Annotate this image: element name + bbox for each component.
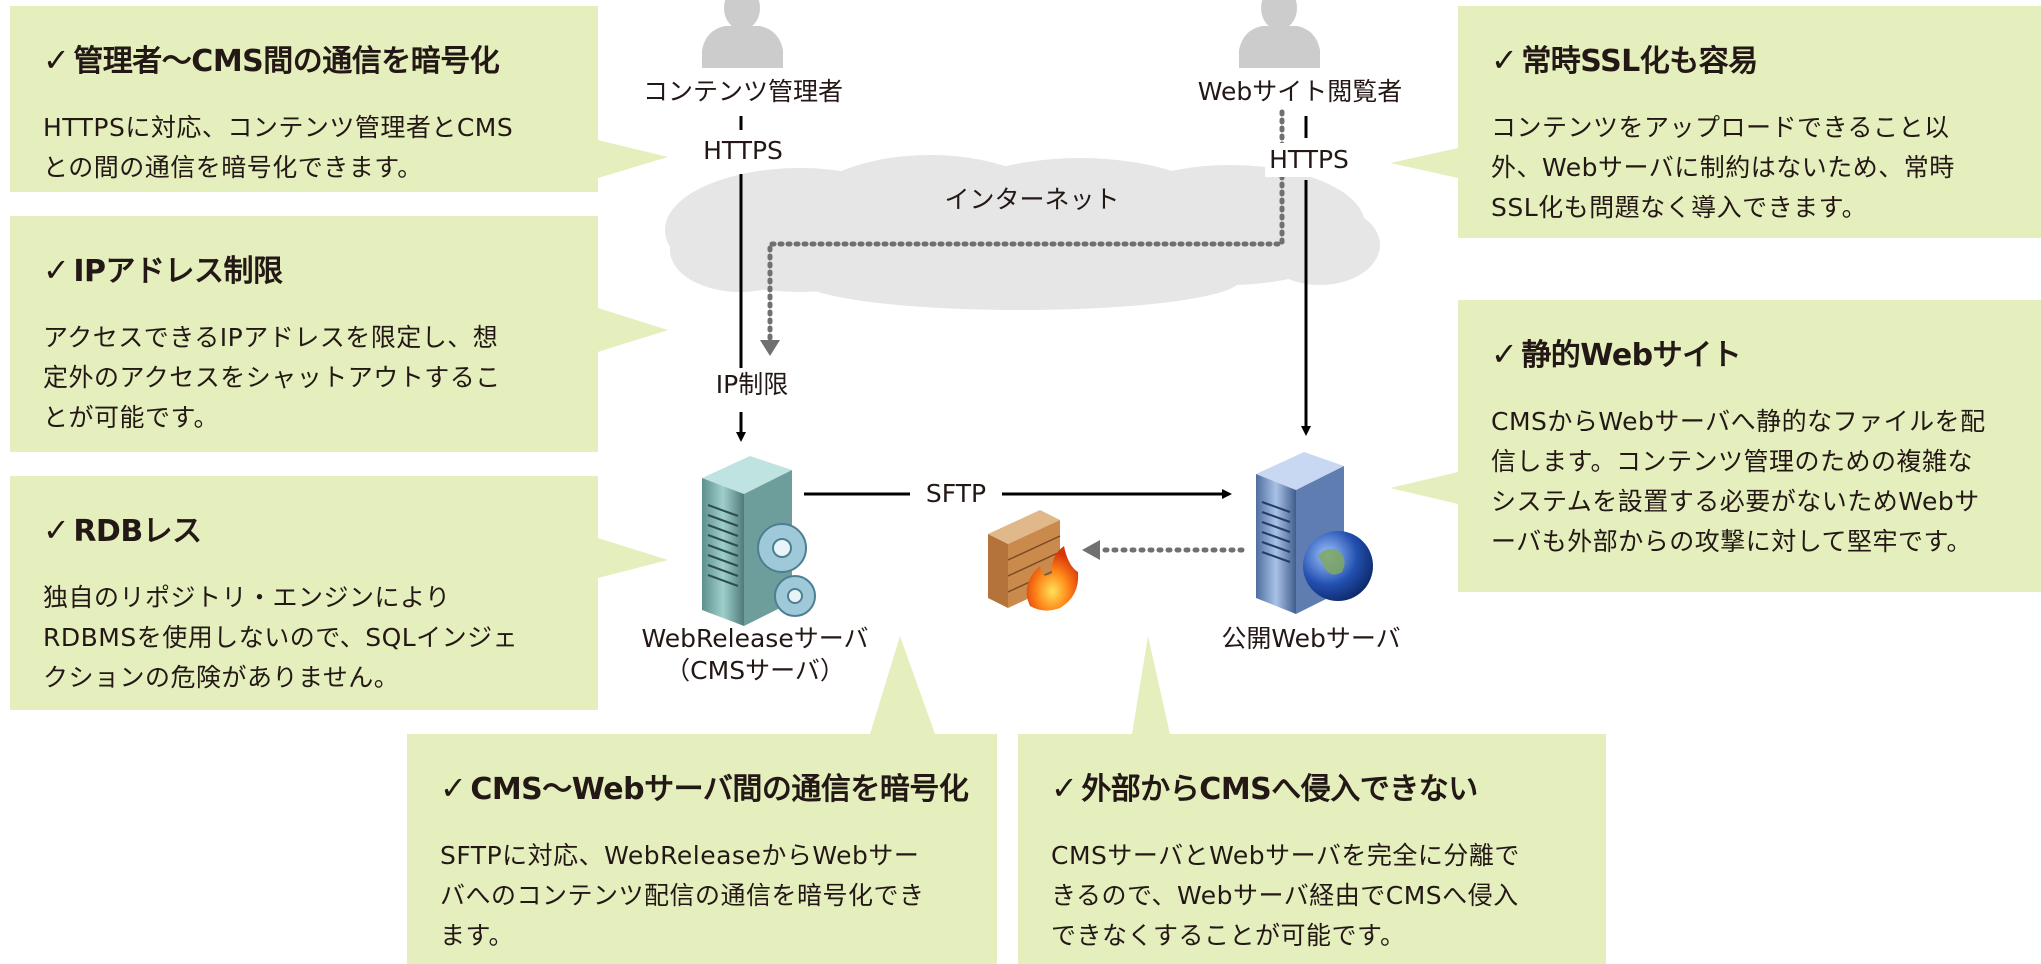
content-admin-label: コンテンツ管理者 bbox=[642, 77, 844, 106]
person-icon bbox=[702, 0, 783, 68]
https-left-label: HTTPS bbox=[699, 134, 787, 168]
sftp-label: SFTP bbox=[925, 479, 987, 508]
callout-pointers bbox=[598, 140, 1458, 734]
check-icon: ✓ bbox=[43, 511, 70, 549]
public-web-server-label: 公開Webサーバ bbox=[1221, 624, 1401, 653]
cms-server-label-line1: WebReleaseサーバ bbox=[641, 624, 869, 653]
cms-server-icon bbox=[702, 456, 816, 626]
firewall-icon bbox=[988, 510, 1079, 611]
feature-box-admin-cms-encryption: ✓管理者〜CMS間の通信を暗号化 HTTPSに対応、コンテンツ管理者とCMS と… bbox=[10, 6, 598, 192]
feature-title: IPアドレス制限 bbox=[73, 254, 283, 289]
feature-title: 静的Webサイト bbox=[1521, 338, 1742, 373]
ip-limit-label: IP制限 bbox=[711, 368, 793, 402]
feature-box-rdb-less: ✓RDBレス 独自のリポジトリ・エンジンにより RDBMSを使用しないので、SQ… bbox=[10, 476, 598, 710]
blocked-access-arrowhead bbox=[760, 340, 780, 356]
https-right-label: HTTPS bbox=[1265, 143, 1353, 177]
feature-box-cms-web-encryption: ✓CMS〜Webサーバ間の通信を暗号化 SFTPに対応、WebReleaseから… bbox=[407, 734, 997, 964]
feature-description: コンテンツをアップロードできること以 外、Webサーバに制約はないため、常時 S… bbox=[1491, 113, 1955, 222]
internet-label: インターネット bbox=[944, 185, 1120, 214]
internet-cloud bbox=[665, 155, 1380, 310]
site-visitor-label: Webサイト閲覧者 bbox=[1197, 77, 1403, 106]
cms-server-label-line2: （CMSサーバ） bbox=[665, 656, 845, 685]
feature-title: CMS〜Webサーバ間の通信を暗号化 bbox=[470, 772, 969, 807]
feature-box-always-ssl: ✓常時SSL化も容易 コンテンツをアップロードできること以 外、Webサーバに制… bbox=[1458, 6, 2041, 238]
check-icon: ✓ bbox=[1491, 335, 1518, 373]
feature-title: 常時SSL化も容易 bbox=[1521, 44, 1758, 79]
gear-icon bbox=[757, 523, 816, 617]
person-icon bbox=[1239, 0, 1320, 68]
feature-description: CMSサーバとWebサーバを完全に分離で きるので、Webサーバ経由でCMSへ侵… bbox=[1051, 841, 1520, 950]
feature-description: CMSからWebサーバへ静的なファイルを配 信します。コンテンツ管理のための複雑… bbox=[1491, 407, 1986, 556]
feature-box-ip-restriction: ✓IPアドレス制限 アクセスできるIPアドレスを限定し、想 定外のアクセスをシャ… bbox=[10, 216, 598, 452]
blocked-access-path bbox=[767, 109, 1285, 343]
feature-box-no-intrusion: ✓外部からCMSへ侵入できない CMSサーバとWebサーバを完全に分離で きるの… bbox=[1018, 734, 1606, 964]
feature-description: SFTPに対応、WebReleaseからWebサー バへのコンテンツ配信の通信を… bbox=[440, 841, 925, 950]
firewall-dotted-arrowhead bbox=[1082, 540, 1100, 560]
check-icon: ✓ bbox=[43, 41, 70, 79]
web-server-icon bbox=[1256, 452, 1373, 614]
feature-description: HTTPSに対応、コンテンツ管理者とCMS との間の通信を暗号化できます。 bbox=[43, 113, 514, 182]
feature-description: 独自のリポジトリ・エンジンにより RDBMSを使用しないので、SQLインジェ ク… bbox=[43, 583, 519, 692]
feature-title: 管理者〜CMS間の通信を暗号化 bbox=[73, 44, 500, 79]
check-icon: ✓ bbox=[1491, 41, 1518, 79]
check-icon: ✓ bbox=[440, 769, 467, 807]
feature-box-static-website: ✓静的Webサイト CMSからWebサーバへ静的なファイルを配 信します。コンテ… bbox=[1458, 300, 2041, 592]
feature-title: RDBレス bbox=[73, 514, 202, 549]
feature-title: 外部からCMSへ侵入できない bbox=[1081, 772, 1478, 807]
feature-description: アクセスできるIPアドレスを限定し、想 定外のアクセスをシャットアウトするこ と… bbox=[43, 323, 501, 432]
check-icon: ✓ bbox=[43, 251, 70, 289]
globe-icon bbox=[1303, 531, 1373, 601]
check-icon: ✓ bbox=[1051, 769, 1078, 807]
